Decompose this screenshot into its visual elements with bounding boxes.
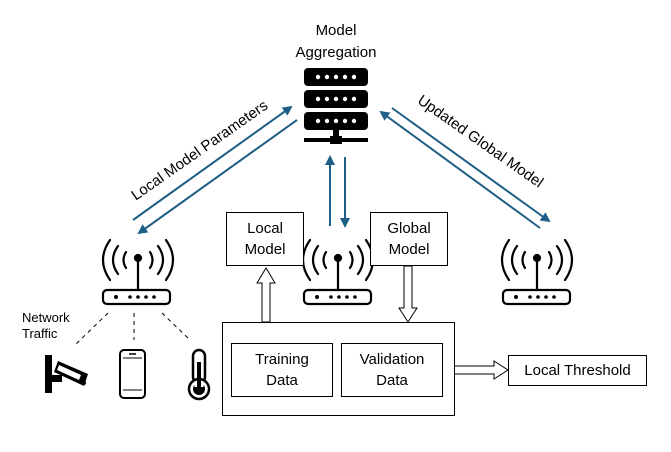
global-model-upload-arrow	[379, 110, 541, 229]
wireless-router-icon	[500, 238, 574, 306]
security-camera-icon	[45, 355, 88, 393]
training-data-box: Training Data	[231, 343, 333, 397]
network-traffic-line1: Network	[22, 310, 70, 325]
smartphone-icon	[119, 349, 146, 399]
network-traffic-line2: Traffic	[22, 326, 58, 341]
from-global-model-arrow	[398, 265, 418, 323]
server-rack-icon	[304, 68, 368, 144]
local-threshold-box: Local Threshold	[508, 355, 647, 386]
local-model-line1: Local	[247, 220, 283, 237]
global-model-line2: Model	[388, 241, 430, 258]
global-model-line1: Global	[387, 220, 431, 237]
training-data-line1: Training	[255, 351, 309, 368]
local-params-upload-arrow	[132, 105, 293, 221]
server-title: Model Aggregation	[276, 20, 396, 64]
local-model-line2: Model	[244, 241, 286, 258]
to-local-model-arrow	[256, 267, 276, 323]
local-params-download-arrow	[137, 119, 298, 235]
thermometer-icon	[187, 348, 211, 401]
traffic-link-thermometer	[161, 312, 191, 341]
local-model-box: Local Model	[226, 212, 304, 266]
local-threshold-label: Local Threshold	[524, 362, 631, 379]
validation-data-box: Validation Data	[341, 343, 443, 397]
server-title-line1: Model	[315, 22, 357, 39]
training-data-line2: Data	[266, 372, 298, 389]
validation-data-line1: Validation	[359, 351, 425, 368]
wireless-router-icon	[301, 238, 375, 306]
global-model-download-arrow	[391, 107, 551, 223]
server-title-line2: Aggregation	[295, 44, 377, 61]
to-threshold-arrow	[453, 360, 509, 380]
wireless-router-icon	[101, 238, 175, 306]
validation-data-line2: Data	[376, 372, 408, 389]
network-traffic-label: Network Traffic	[22, 310, 92, 342]
global-model-box: Global Model	[370, 212, 448, 266]
